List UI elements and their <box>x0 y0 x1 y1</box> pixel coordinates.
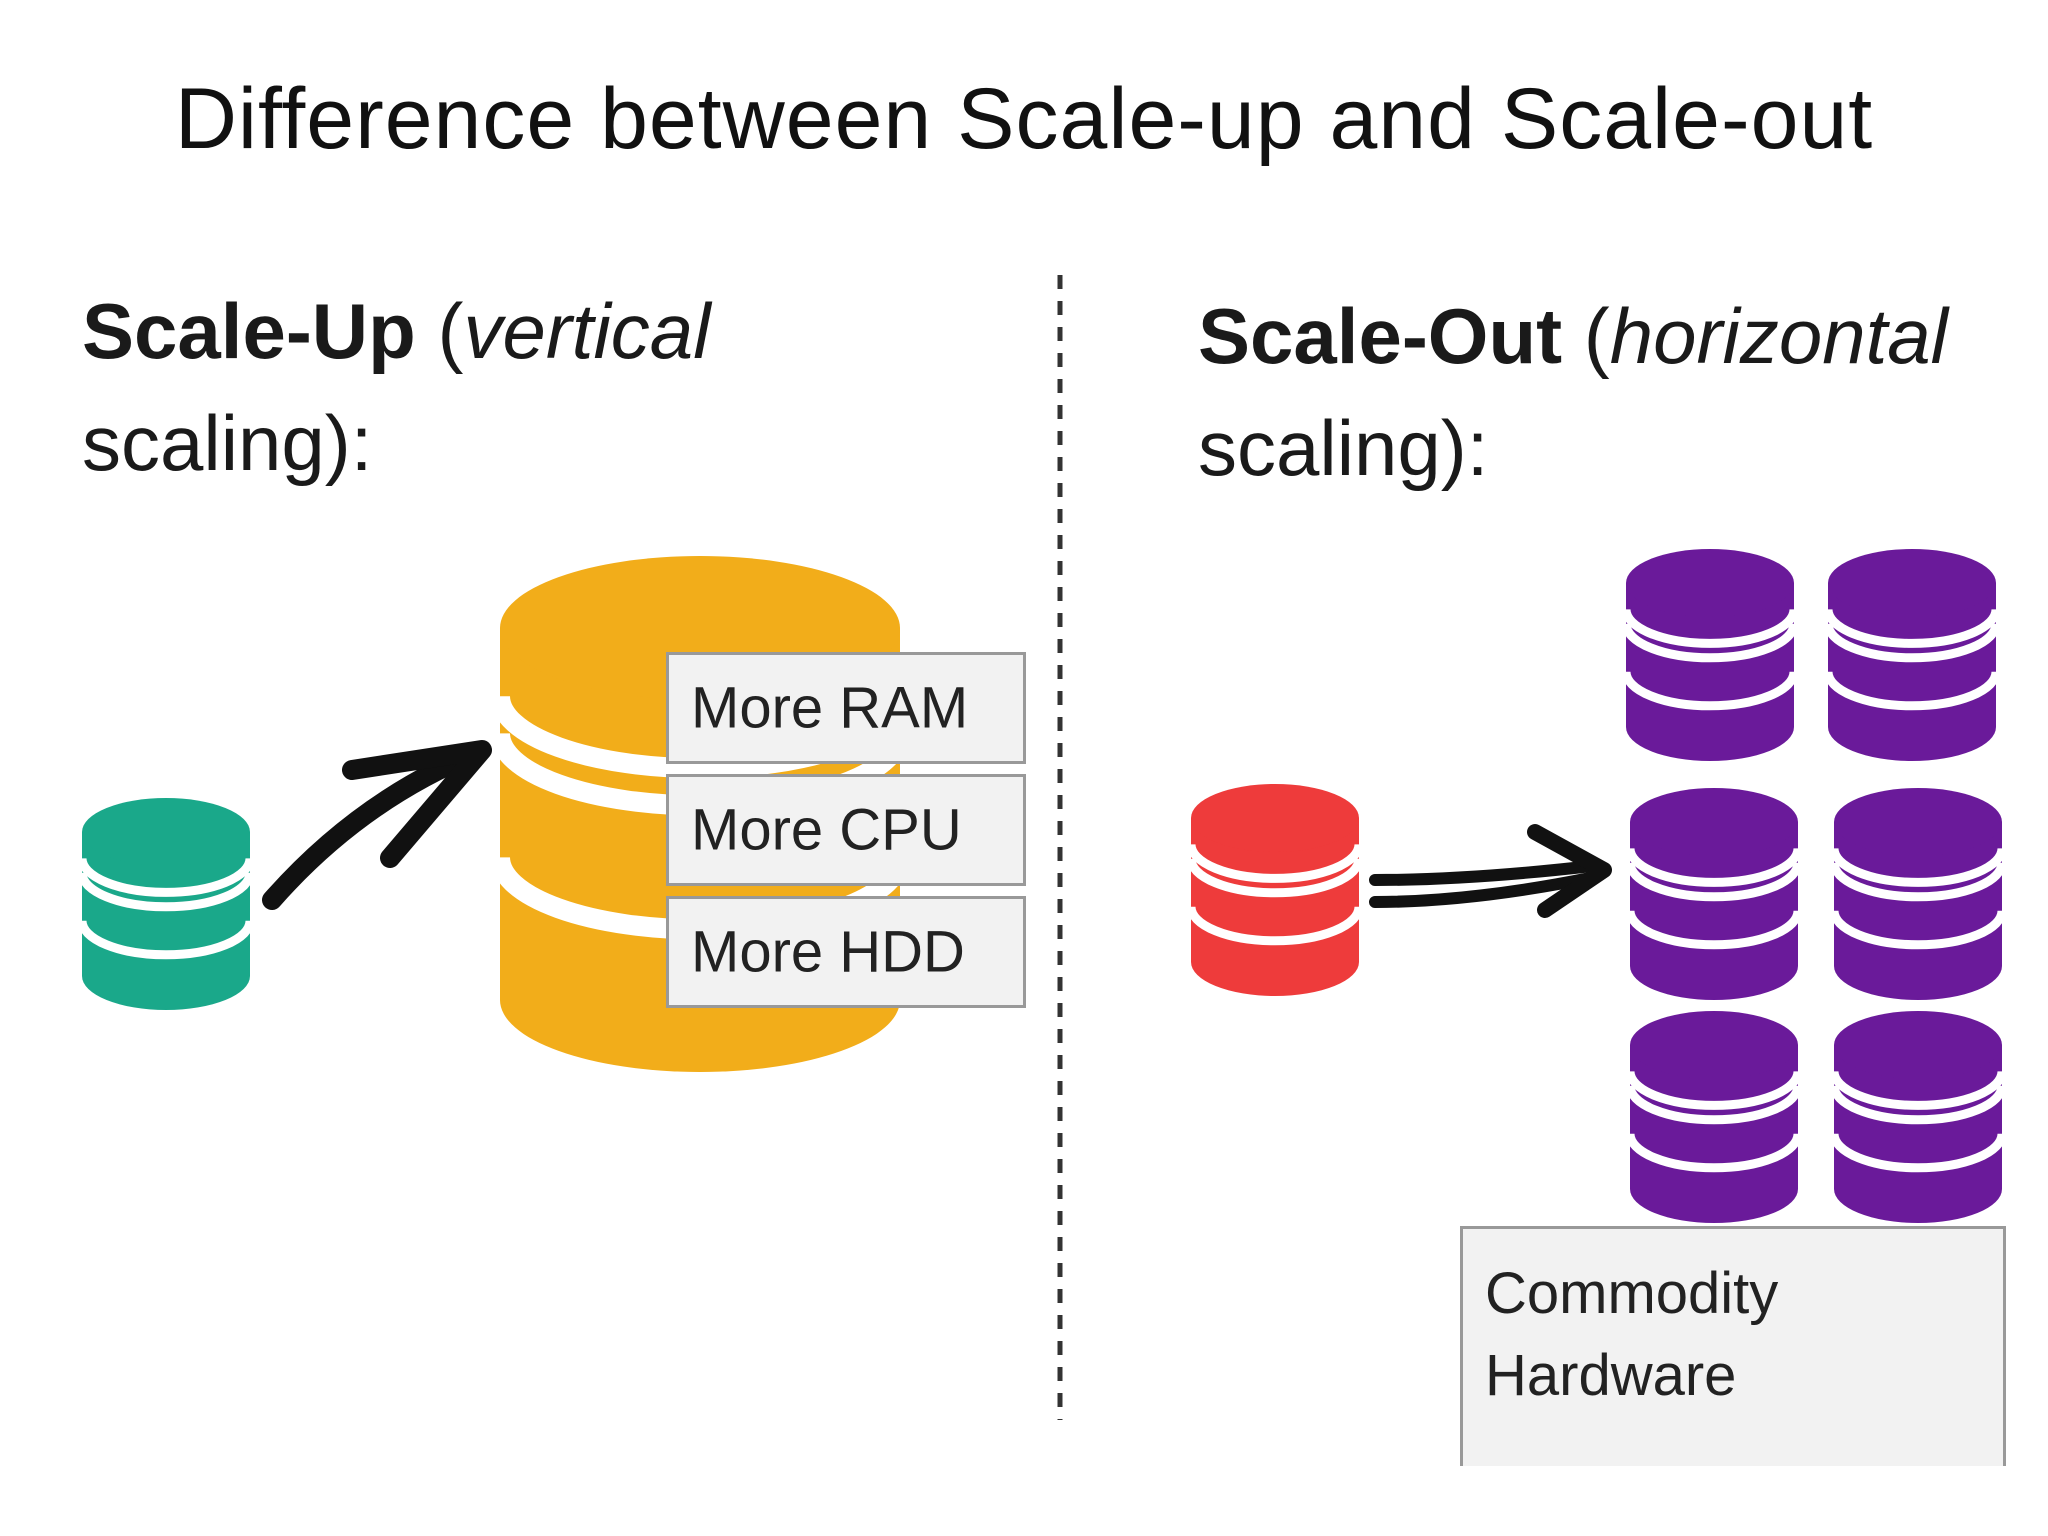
database-separator <box>1829 1070 2007 1110</box>
database-top <box>1191 784 1359 852</box>
database-body <box>82 832 250 1010</box>
database-separator <box>1829 910 2007 950</box>
database-separator <box>1823 671 2001 711</box>
single-database-icon <box>1186 784 1364 996</box>
database-body <box>1630 1045 1798 1223</box>
database-body <box>1828 583 1996 761</box>
database-separator <box>77 857 255 897</box>
cluster-database-icon <box>1621 549 1799 761</box>
scale-out-arrow-icon <box>1369 824 1612 918</box>
database-separator <box>1829 1085 2007 1125</box>
scale-up-arrow-icon <box>262 740 492 910</box>
scale-up-heading-italic: vertical <box>463 287 711 375</box>
database-separator <box>1621 623 1799 663</box>
page-title: Difference between Scale-up and Scale-ou… <box>174 71 1874 167</box>
more-cpu-label: More CPU <box>666 774 1026 886</box>
database-body <box>1834 1045 2002 1223</box>
database-separator <box>1829 1133 2007 1173</box>
database-body <box>1191 818 1359 996</box>
database-separator <box>77 920 255 960</box>
scale-out-heading-bold: Scale-Out <box>1198 292 1563 380</box>
scale-out-heading-tail: scaling): <box>1198 404 1489 492</box>
database-separator <box>1186 843 1364 883</box>
database-top <box>1626 549 1794 617</box>
more-hdd-label: More HDD <box>666 896 1026 1008</box>
more-cpu-text: More CPU <box>691 797 962 863</box>
database-top <box>1630 1011 1798 1079</box>
database-separator <box>1625 847 1803 887</box>
cluster-database-icon <box>1829 1011 2007 1223</box>
database-top <box>1828 549 1996 617</box>
database-top <box>1834 1011 2002 1079</box>
cluster-database-icon <box>1625 788 1803 1000</box>
more-ram-label: More RAM <box>666 652 1026 764</box>
database-separator <box>1823 608 2001 648</box>
scale-out-heading: Scale-Out (horizontal scaling): <box>1198 292 1948 492</box>
more-ram-text: More RAM <box>691 675 969 741</box>
database-body <box>1626 583 1794 761</box>
database-separator <box>1186 906 1364 946</box>
small-database-icon <box>77 798 255 1010</box>
database-separator <box>1829 862 2007 902</box>
database-separator <box>1625 862 1803 902</box>
database-top <box>82 798 250 866</box>
scale-up-heading-tail: scaling): <box>82 399 373 487</box>
database-separator <box>1621 608 1799 648</box>
cluster-database-icon <box>1823 549 2001 761</box>
database-separator <box>1823 623 2001 663</box>
more-hdd-text: More HDD <box>691 919 965 985</box>
cluster-database-icon <box>1829 788 2007 1000</box>
database-body <box>1834 822 2002 1000</box>
database-separator <box>1625 910 1803 950</box>
scale-up-heading-bold: Scale-Up <box>82 287 416 375</box>
commodity-hardware-text: Commodity Hardware <box>1485 1261 1779 1408</box>
scale-up-heading: Scale-Up (vertical scaling): <box>82 287 711 487</box>
database-separator <box>1625 1070 1803 1110</box>
database-separator <box>1186 858 1364 898</box>
database-body <box>1630 822 1798 1000</box>
database-top <box>1630 788 1798 856</box>
database-separator <box>1621 671 1799 711</box>
scale-out-heading-italic: horizontal <box>1609 292 1948 380</box>
cluster-database-icon <box>1625 1011 1803 1223</box>
database-separator <box>1829 847 2007 887</box>
database-top <box>1834 788 2002 856</box>
database-cluster <box>1621 549 2007 1223</box>
commodity-hardware-label: Commodity Hardware <box>1460 1226 2006 1466</box>
database-separator <box>77 872 255 912</box>
database-separator <box>1625 1133 1803 1173</box>
database-separator <box>1625 1085 1803 1125</box>
